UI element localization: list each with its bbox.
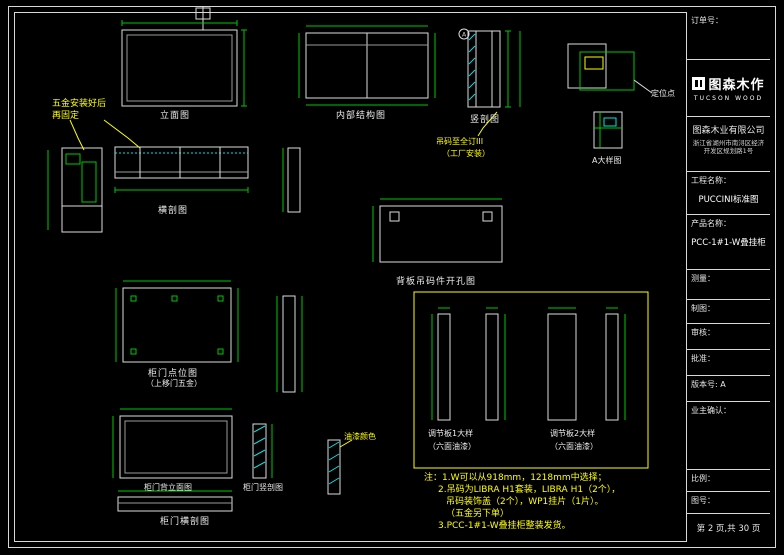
back-panel-dimensions: [372, 198, 502, 262]
company-info-cell: 图森木业有限公司 浙江省湖州市南浔区经济 开发区规划路1号: [687, 117, 770, 172]
paint-color-callout: 油漆颜色: [344, 432, 376, 441]
door-side-section: [282, 295, 296, 393]
hanging-callout-line1: 吊码至全订III: [436, 137, 484, 146]
vsection-dimensions: [505, 30, 521, 108]
measure-cell: 测量：: [687, 270, 770, 300]
product-label: 产品名称：: [691, 219, 731, 228]
scale-cell: 比例：: [687, 470, 770, 492]
hsection-dimensions: [47, 148, 284, 230]
sheet-no-cell: 图号：: [687, 492, 770, 514]
paint-callout-leader: [339, 439, 353, 448]
adj-panel-2-label: 调节板2大样: [550, 429, 596, 438]
door-back-dimensions: [112, 408, 232, 478]
elevation-label: 立面图: [160, 111, 191, 121]
elevation-view: [121, 6, 238, 107]
order-number-label: 订单号：: [691, 16, 723, 25]
door-vsection-label: 柜门竖剖图: [243, 483, 283, 492]
note-line-2: 2.吊码为LIBRA H1套装，LIBRA H1（2个），: [438, 485, 621, 495]
door-points-dimensions: [115, 280, 239, 362]
adj-panel-2-dimensions: [548, 307, 626, 420]
door-points-view: [122, 287, 232, 363]
version-cell: 版本号: A: [687, 376, 770, 402]
sheet-outer-border: [8, 6, 776, 548]
anchor-point-detail: [567, 43, 653, 94]
product-cell: 产品名称： PCC-1#1-W叠挂柜: [687, 215, 770, 270]
adj-panel-1-sublabel: （六面油漆）: [428, 442, 476, 451]
adj-panel-1-view: [437, 313, 499, 421]
tucson-logo-icon: [692, 77, 706, 90]
company-name: 图森木业有限公司: [692, 126, 765, 136]
door-hsection-view: [117, 496, 233, 512]
owner-confirm-cell: 业主确认：: [687, 402, 770, 470]
door-points-sublabel: （上移门五金）: [146, 379, 202, 388]
hanging-callout-line2: （工厂安装）: [442, 149, 490, 158]
note-line-5: 3.PCC-1#1-W叠挂柜整装发货。: [438, 521, 571, 531]
review-cell: 审核：: [687, 324, 770, 350]
hsection-label: 横剖图: [158, 206, 189, 216]
internal-structure-dimensions: [298, 25, 436, 106]
adj-panel-1-dimensions: [431, 307, 506, 420]
company-address-line1: 浙江省湖州市南浔区经济: [692, 139, 765, 147]
project-cell: 工程名称： PUCCINI标准图: [687, 172, 770, 215]
notes-block: 注：1.W可以从918mm，1218mm中选择； 2.吊码为LIBRA H1套装…: [424, 472, 620, 532]
adj-panel-1-label: 调节板1大样: [428, 429, 474, 438]
title-block: 订单号： 图森木作 TUCSON WOOD 图森木业有限公司 浙江省湖州市南浔区…: [686, 12, 770, 542]
door-hsection-label: 柜门横剖图: [160, 517, 211, 527]
back-panel-label: 背板吊码件开孔图: [396, 277, 477, 287]
hardware-callout-leader: [69, 119, 141, 151]
internal-label: 内部结构图: [336, 111, 387, 121]
hardware-callout-line1: 五金安装好后: [52, 99, 107, 109]
door-back-view: [119, 415, 233, 479]
logo-text-en: TUCSON WOOD: [693, 95, 764, 102]
door-vsection-view: [252, 423, 267, 479]
order-number-cell: 订单号：: [687, 12, 770, 60]
detail-a-balloon: [458, 28, 470, 40]
note-line-4: （五金另下单）: [446, 509, 510, 519]
hsection-left-detail: [61, 147, 103, 233]
company-address-line2: 开发区规划路1号: [703, 147, 754, 155]
adj-panel-2-view: [547, 313, 619, 421]
approve-cell: 批准：: [687, 350, 770, 376]
logo-text-cn: 图森木作: [708, 78, 765, 93]
draft-cell: 制图：: [687, 300, 770, 324]
company-logo-cell: 图森木作 TUCSON WOOD: [687, 60, 770, 117]
door-back-label: 柜门背立面图: [144, 483, 192, 492]
hsection-view: [114, 146, 249, 179]
project-value: PUCCINI标准图: [698, 195, 759, 205]
elevation-dimensions: [121, 20, 247, 107]
back-panel-view: [379, 205, 503, 263]
adjustment-panels-frame: [413, 291, 649, 469]
vsection-view: [467, 30, 501, 108]
anchor-point-label: 定位点: [651, 89, 675, 98]
hardware-callout-line2: 再固定: [52, 111, 80, 121]
detail-a-label: A大样图: [592, 156, 622, 165]
detail-a-balloon-label: A: [462, 32, 467, 39]
project-label: 工程名称：: [691, 176, 731, 185]
page-info-cell: 第 2 页,共 30 页: [696, 524, 761, 534]
hanging-callout-leader: [477, 111, 498, 137]
note-line-1: 注：1.W可以从918mm，1218mm中选择；: [424, 473, 607, 483]
door-points-label: 柜门点位图: [148, 369, 199, 379]
paint-sample-strip: [327, 439, 341, 495]
vsection-label: 竖剖图: [470, 115, 501, 125]
internal-structure-view: [305, 32, 429, 99]
detail-a-view: [593, 111, 623, 149]
adj-panel-2-sublabel: （六面油漆）: [550, 442, 598, 451]
note-line-3: 吊码装饰盖（2个），WP1挂片（1片）。: [446, 497, 604, 507]
product-value: PCC-1#1-W叠挂柜: [691, 238, 766, 248]
hsection-right-detail: [287, 147, 301, 213]
door-side-section-dimensions: [276, 296, 303, 392]
